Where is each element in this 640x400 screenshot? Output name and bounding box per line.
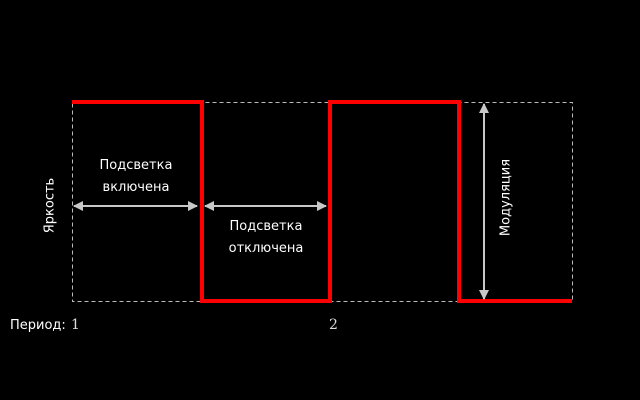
- period-2-marker: 2: [329, 317, 338, 333]
- backlight-on-label: Подсветка включена: [80, 155, 192, 199]
- modulation-label: Модуляция: [498, 158, 514, 237]
- period-label: Период:: [10, 318, 66, 333]
- period-1-marker: 1: [71, 317, 80, 333]
- guide-box: [72, 102, 573, 302]
- backlight-on-line2: включена: [102, 180, 170, 195]
- backlight-off-line2: отключена: [228, 241, 304, 256]
- backlight-on-line1: Подсветка: [99, 158, 173, 173]
- pwm-signal-line: [72, 100, 572, 303]
- backlight-off-line1: Подсветка: [229, 219, 303, 234]
- backlight-off-label: Подсветка отключена: [210, 216, 322, 260]
- brightness-axis-label: Яркость: [42, 177, 58, 234]
